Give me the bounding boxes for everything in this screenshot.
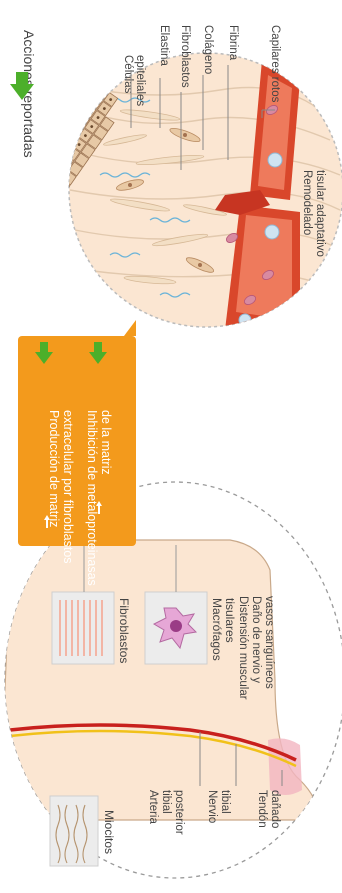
label-myocytes: Miocitos [102, 810, 116, 854]
callout-box: Producción de matriz extracelular por fi… [18, 320, 136, 586]
label-injury-3: vasos sanguíneos [263, 596, 275, 689]
label-injury-1: Distensión muscular [237, 596, 249, 700]
label-macrophages-1: Macrófagos [210, 598, 224, 661]
label-remodel-2: tisular adaptativo [314, 170, 326, 257]
label-nerve-2: tibial [219, 790, 231, 814]
callout-line-3: Inhibición de metaloproteinasas [85, 410, 99, 586]
label-fibroblast-box: Fibroblastos [117, 598, 131, 663]
callout-line-2: extracelular por fibroblastos [61, 410, 75, 564]
label-elastin: Elastina [158, 25, 170, 67]
label-tendon-1: Tendón [256, 790, 268, 828]
label-fibrin: Fibrina [227, 25, 239, 61]
label-cells-2: epiteliales [134, 55, 146, 106]
label-macrophages-2: tisulares [223, 598, 237, 643]
label-capillaries: Capilares rotos [269, 25, 281, 103]
label-cells-1: Células [122, 55, 134, 94]
macrophage-box: Macrófagos tisulares [145, 592, 237, 664]
label-artery-2: tibial [160, 790, 172, 814]
label-injury-2: Daño de nervio y [250, 596, 262, 683]
label-collagen: Colágeno [202, 25, 214, 74]
label-artery-1: Arteria [147, 790, 159, 824]
label-artery-3: posterior [173, 790, 185, 835]
label-remodel-1: Remodelado [301, 170, 313, 235]
legend: Acciones reportadas [10, 30, 37, 158]
fibroblast-box: Fibroblastos [52, 592, 131, 664]
callout-line-4: de la matriz [99, 410, 113, 475]
label-tendon-2: dañado [269, 790, 281, 828]
label-nerve-1: Nervio [206, 790, 218, 823]
label-fibroblasts: Fibroblastos [179, 25, 191, 88]
callout-line-1: Producción de matriz [47, 410, 61, 527]
